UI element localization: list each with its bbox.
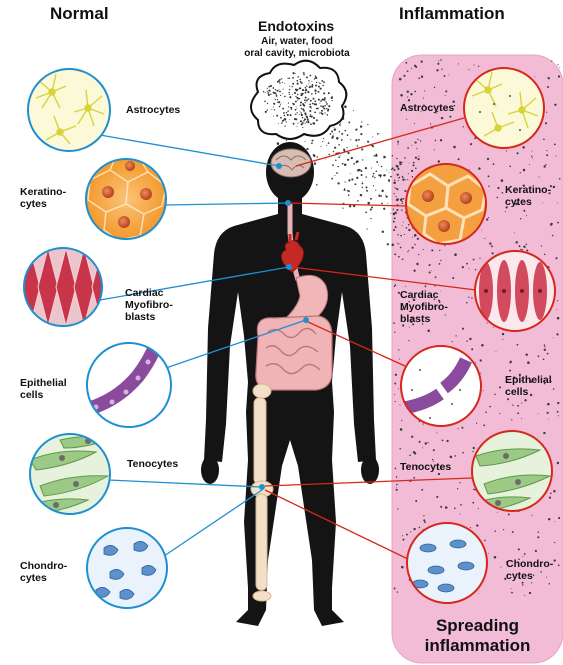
normal-chondrocytes-cell-image	[87, 528, 167, 608]
inflamed-tenocytes-label: Tenocytes	[400, 461, 451, 473]
spreading-inflammation-caption: Spreadinginflammation	[400, 616, 555, 655]
normal-cardiac-myofibroblasts-label: CardiacMyofibro-blasts	[125, 287, 173, 323]
endotoxins-title: Endotoxins	[258, 18, 334, 34]
inflamed-cardiac-myofibroblasts-label: CardiacMyofibro-blasts	[400, 289, 448, 325]
normal-astrocytes-cell-image	[28, 69, 110, 151]
normal-astrocytes-label: Astrocytes	[126, 104, 180, 116]
inflamed-tenocytes-cell-image	[472, 431, 552, 512]
inflammation-header: Inflammation	[399, 4, 505, 24]
normal-cardiac-myofibroblasts-cell-image	[20, 248, 112, 326]
inflamed-epithelial-cells-label: Epithelialcells	[505, 374, 552, 398]
inflamed-epithelial-cells-cell-image	[401, 346, 481, 426]
inflamed-chondrocytes-cell-image	[407, 523, 487, 603]
normal-keratinocytes-label: Keratino-cytes	[20, 186, 66, 210]
normal-epithelial-cells-cell-image	[84, 330, 171, 427]
normal-tenocytes-cell-image	[26, 434, 112, 514]
endotoxin-cloud	[251, 61, 346, 139]
normal-chondrocytes-label: Chondro-cytes	[20, 560, 67, 584]
inflamed-astrocytes-cell-image	[464, 68, 544, 148]
endotoxin-sources-line1: Air, water, food	[222, 36, 372, 48]
normal-epithelial-cells-label: Epithelialcells	[20, 377, 67, 401]
normal-tenocytes-label: Tenocytes	[127, 458, 178, 470]
inflamed-astrocytes-label: Astrocytes	[400, 102, 454, 114]
normal-header: Normal	[50, 4, 109, 24]
inflamed-chondrocytes-label: Chondro-cytes	[506, 558, 553, 582]
inflamed-keratinocytes-label: Keratino-cytes	[505, 184, 551, 208]
normal-keratinocytes-cell-image	[86, 152, 166, 240]
inflamed-keratinocytes-cell-image	[406, 164, 486, 244]
inflamed-cardiac-myofibroblasts-cell-image	[475, 251, 555, 331]
endotoxin-sources-line2: oral cavity, microbiota	[214, 48, 380, 60]
